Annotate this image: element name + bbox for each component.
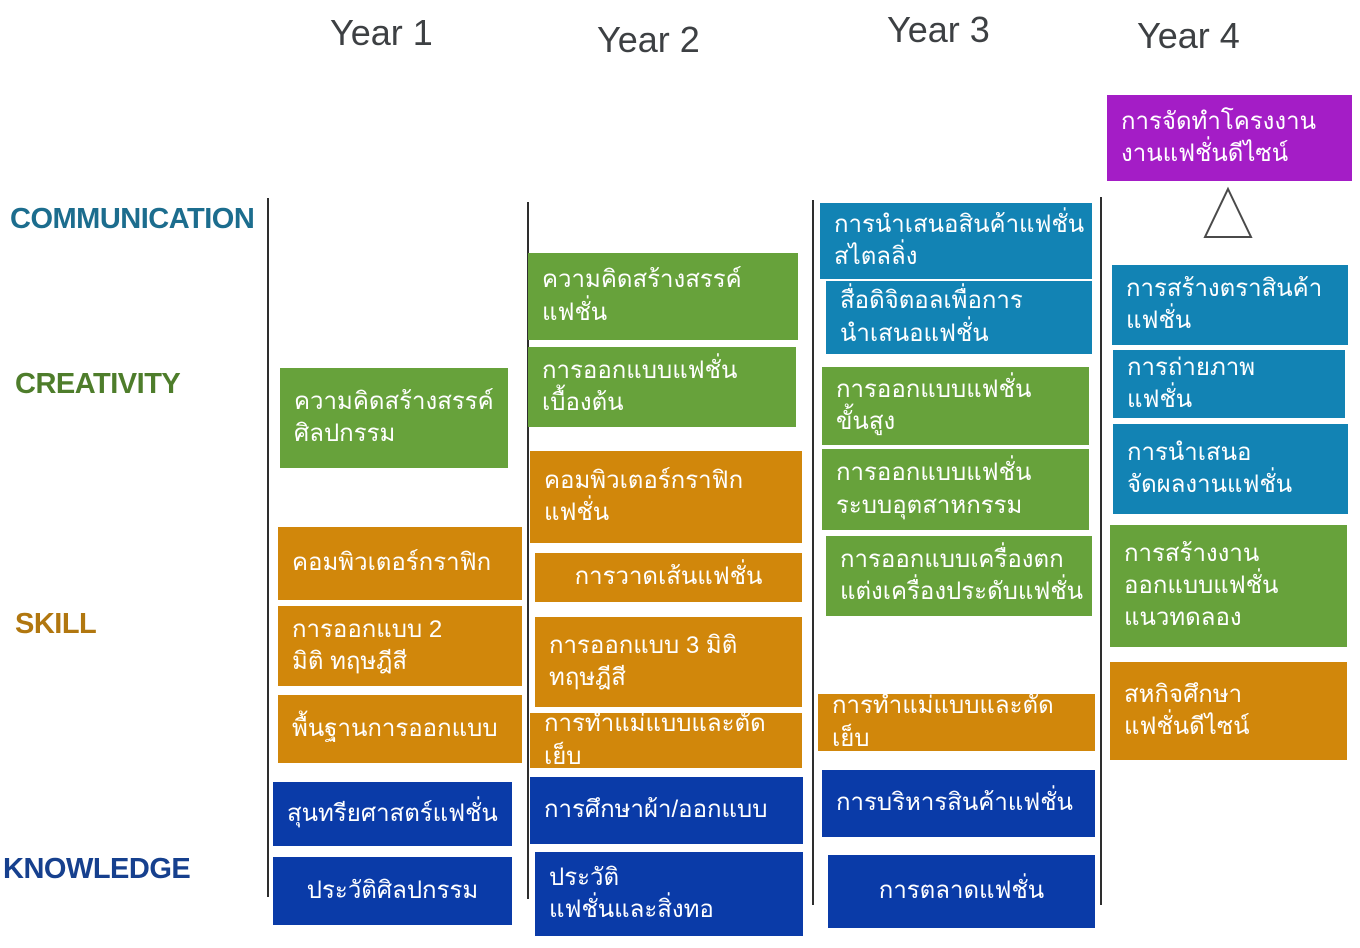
- course-y3-7: การบริหารสินค้าแฟชั่น: [822, 770, 1095, 837]
- triangle-outline-icon: [1202, 186, 1254, 245]
- year-2-header: Year 2: [597, 19, 700, 60]
- column-divider-4: [1100, 197, 1102, 905]
- row-label-communication: COMMUNICATION: [10, 203, 255, 235]
- course-capstone-project: การจัดทำโครงงาน งานแฟชั่นดีไซน์: [1107, 95, 1352, 181]
- year-3-header: Year 3: [887, 9, 990, 50]
- course-y4-3: การนำเสนอ จัดผลงานแฟชั่น: [1113, 424, 1348, 514]
- row-label-knowledge: KNOWLEDGE: [3, 853, 191, 885]
- year-4-header: Year 4: [1137, 15, 1240, 56]
- course-y2-1: ความคิดสร้างสรรค์ แฟชั่น: [528, 253, 798, 340]
- course-y3-5: การออกแบบเครื่องตก แต่งเครื่องประดับแฟชั…: [826, 536, 1092, 616]
- course-y4-5: สหกิจศึกษา แฟชั่นดีไซน์: [1110, 662, 1347, 760]
- course-y2-2: การออกแบบแฟชั่น เบื้องต้น: [528, 347, 796, 427]
- course-y2-7: การศึกษาผ้า/ออกแบบ: [530, 777, 803, 844]
- column-divider-1: [267, 198, 269, 897]
- course-y4-2: การถ่ายภาพ แฟชั่น: [1113, 350, 1345, 418]
- course-y2-8: ประวัติ แฟชั่นและสิ่งทอ: [535, 852, 803, 936]
- course-y1-6: ประวัติศิลปกรรม: [273, 857, 512, 925]
- row-label-skill: SKILL: [15, 608, 97, 640]
- course-y2-4: การวาดเส้นแฟชั่น: [535, 553, 802, 602]
- course-y1-1: ความคิดสร้างสรรค์ ศิลปกรรม: [280, 368, 508, 468]
- column-divider-2: [527, 202, 529, 899]
- course-y3-6: การทำแม่แบบและตัดเย็บ: [818, 692, 1095, 752]
- course-y1-4: พื้นฐานการออกแบบ: [278, 695, 522, 763]
- course-y3-2: สื่อดิจิตอลเพื่อการ นำเสนอแฟชั่น: [826, 281, 1092, 354]
- column-divider-3: [812, 200, 814, 905]
- course-y3-8: การตลาดแฟชั่น: [828, 855, 1095, 928]
- year-1-header: Year 1: [330, 12, 433, 53]
- course-y2-3: คอมพิวเตอร์กราฟิก แฟชั่น: [530, 451, 802, 543]
- course-y2-6: การทำแม่แบบและตัดเย็บ: [530, 710, 802, 770]
- row-label-creativity: CREATIVITY: [15, 368, 181, 400]
- course-y3-3: การออกแบบแฟชั่น ขั้นสูง: [822, 367, 1089, 445]
- course-y4-4: การสร้างงาน ออกแบบแฟชั่น แนวทดลอง: [1110, 525, 1347, 647]
- course-y4-1: การสร้างตราสินค้า แฟชั่น: [1112, 265, 1348, 345]
- course-y1-5: สุนทรียศาสตร์แฟชั่น: [273, 782, 512, 846]
- course-y2-5: การออกแบบ 3 มิติ ทฤษฎีสี: [535, 617, 802, 707]
- course-y1-3: การออกแบบ 2 มิติ ทฤษฎีสี: [278, 606, 522, 686]
- course-y3-4: การออกแบบแฟชั่น ระบบอุตสาหกรรม: [822, 449, 1089, 530]
- course-y1-2: คอมพิวเตอร์กราฟิก: [278, 527, 522, 600]
- course-y3-1: การนำเสนอสินค้าแฟชั่น สไตลลิ่ง: [820, 203, 1092, 279]
